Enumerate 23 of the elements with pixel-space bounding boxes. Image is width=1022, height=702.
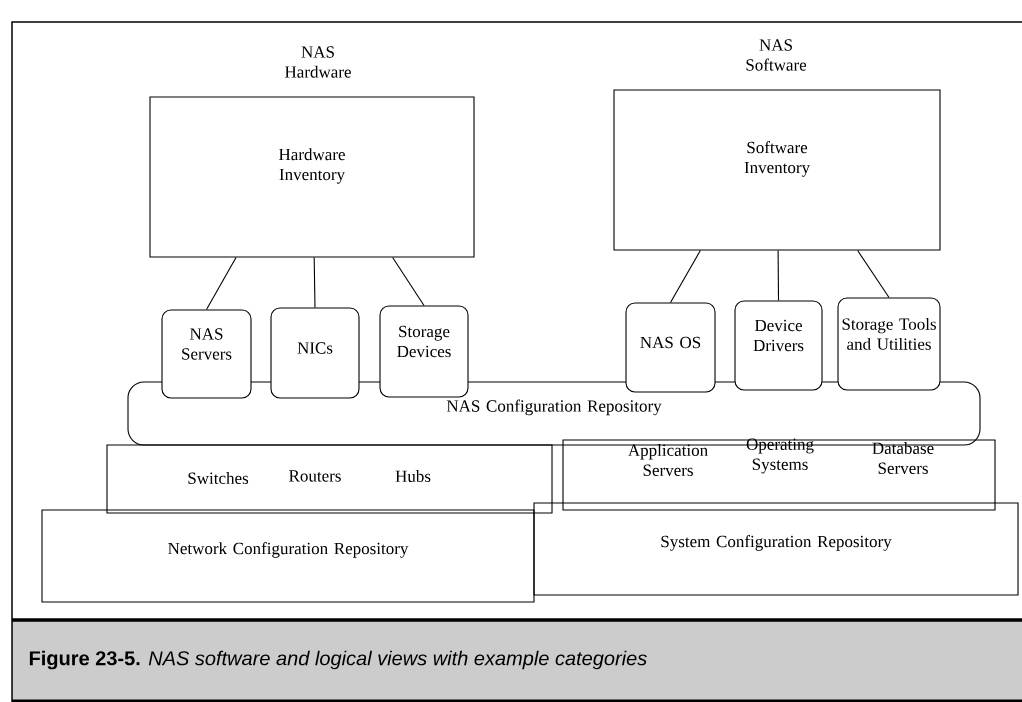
inventory-box: Hardware Inventory: [149, 96, 475, 258]
connector-line: [669, 250, 701, 303]
connector-line: [313, 257, 316, 308]
category-label: Routers: [289, 470, 341, 482]
inventory-box: Software Inventory: [613, 89, 941, 251]
category-box: NICs: [270, 307, 360, 399]
caption: Figure 23-5. NAS software and logical views with example categories: [29, 650, 647, 670]
category-box: NAS OS: [625, 302, 716, 393]
category-label: Switches: [188, 472, 249, 484]
heading: NAS Software: [746, 39, 807, 71]
connector-line: [857, 250, 890, 298]
connector-line: [777, 250, 780, 301]
repository-box: System Configuration Repository: [533, 502, 1019, 596]
connector-line: [392, 257, 425, 306]
category-label: Application Servers: [628, 444, 708, 476]
repository-box: Network Configuration Repository: [41, 509, 535, 603]
category-box: NAS Servers: [161, 309, 252, 399]
connector-line: [205, 257, 237, 310]
category-box: Device Drivers: [734, 300, 823, 391]
category-box: Storage Devices: [379, 305, 469, 398]
heading: NAS Hardware: [285, 46, 351, 78]
category-box: Storage Tools and Utilities: [837, 297, 941, 391]
category-label: Hubs: [395, 470, 431, 482]
